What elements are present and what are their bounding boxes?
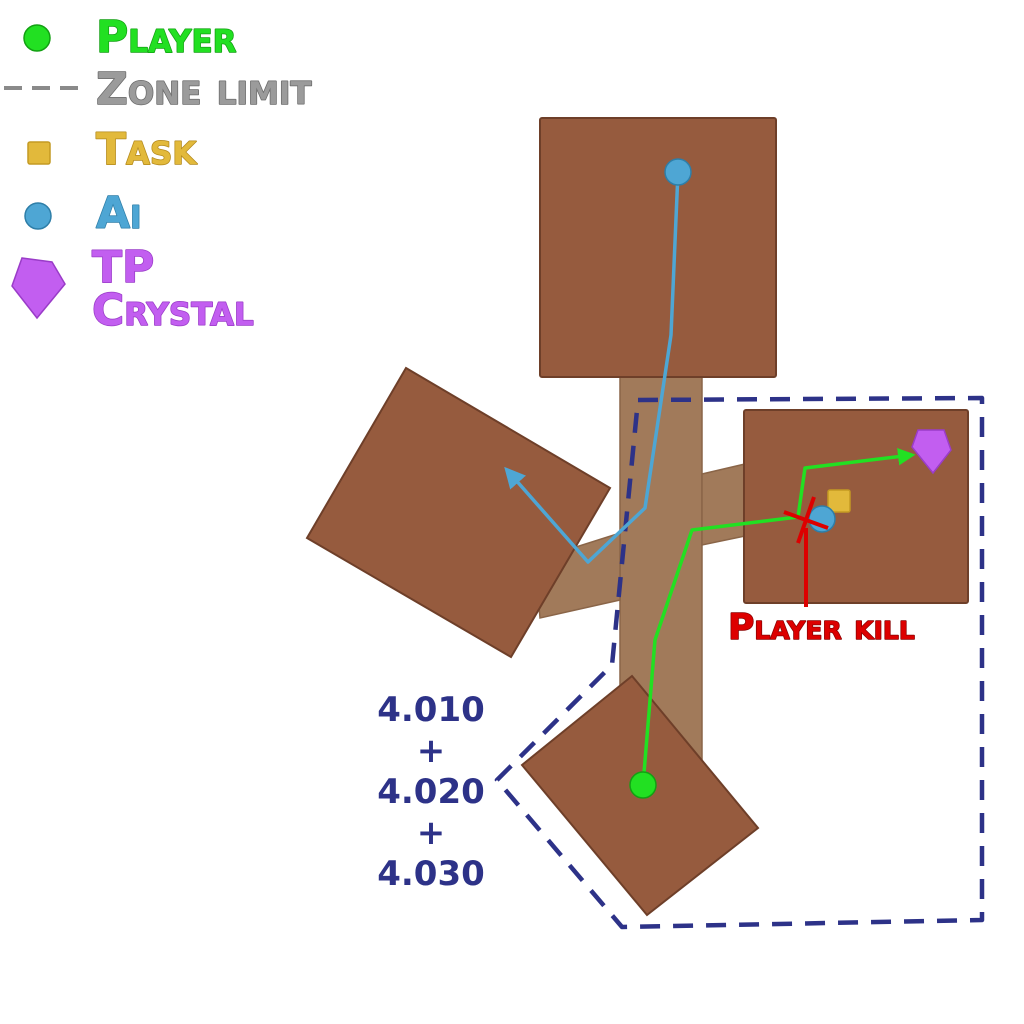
room-north bbox=[539, 117, 777, 378]
rooms bbox=[305, 117, 969, 917]
ai-path bbox=[504, 171, 680, 564]
zone-id-line2: 4.020 bbox=[377, 772, 485, 812]
tp-crystal-marker bbox=[911, 429, 952, 475]
legend-tp-crystal-icon bbox=[11, 257, 66, 320]
legend-player-icon bbox=[23, 24, 51, 52]
ai-position-marker bbox=[808, 505, 836, 533]
zone-ids: 4.010 + 4.020 + 4.030 bbox=[377, 690, 485, 894]
player-path bbox=[641, 448, 916, 786]
task-marker bbox=[827, 489, 851, 513]
room-west bbox=[305, 366, 612, 659]
legend-ai-label: Ai bbox=[96, 188, 142, 239]
corridor-east bbox=[701, 463, 746, 546]
zone-id-line3: 4.030 bbox=[377, 854, 485, 894]
zone-limit-border bbox=[494, 395, 985, 930]
zone-id-plus1: + bbox=[417, 731, 446, 771]
legend-zone-limit-label: Zone limit bbox=[96, 64, 312, 115]
legend-player-label: Player bbox=[96, 12, 237, 63]
zone-id-plus2: + bbox=[417, 813, 446, 853]
player-start-marker bbox=[629, 771, 657, 799]
player-kill-label: Player kill bbox=[728, 607, 915, 648]
legend-task-label: Task bbox=[96, 124, 197, 175]
player-kill-marker bbox=[783, 496, 829, 607]
legend-ai-icon bbox=[24, 202, 52, 230]
legend-tp-crystal-label-line2: Crystal bbox=[92, 285, 254, 336]
ai-start-marker bbox=[664, 158, 692, 186]
zone-id-line1: 4.010 bbox=[377, 690, 485, 730]
legend-tp-crystal-label-line1: TP bbox=[92, 242, 154, 293]
legend-task-icon bbox=[27, 141, 51, 165]
legend: Player Zone limit Task Ai TP Crystal bbox=[4, 11, 312, 337]
